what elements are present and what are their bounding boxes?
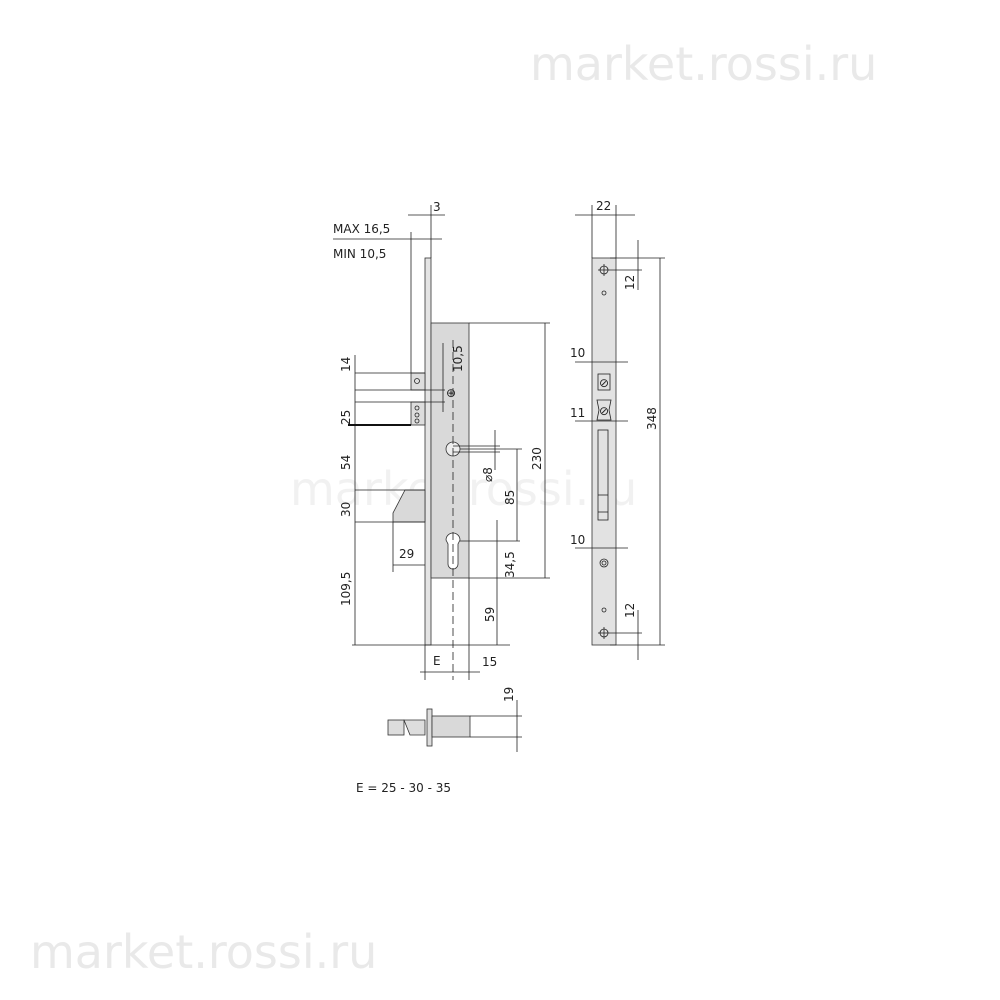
dim-3: 3 <box>433 200 441 214</box>
svg-text:⊘: ⊘ <box>599 404 609 418</box>
max-label: MAX 16,5 <box>333 222 390 236</box>
dim-22: 22 <box>596 199 611 213</box>
dim-30: 30 <box>339 502 353 517</box>
dim-230: 230 <box>530 447 544 470</box>
lock-side-view: ⊕ 3 MAX 16,5 MIN 10,5 14 25 54 30 109,5 … <box>333 200 550 680</box>
dim-e: E <box>433 654 441 668</box>
latch <box>410 372 426 391</box>
dim-12-top: 12 <box>623 275 637 290</box>
dim-diameter-8: ⌀8 <box>481 467 495 482</box>
watermark-bottom: market.rossi.ru <box>30 925 377 979</box>
dim-34-5: 34,5 <box>503 551 517 578</box>
dim-12-bottom: 12 <box>623 603 637 618</box>
dim-10-5: 10,5 <box>451 345 465 372</box>
min-label: MIN 10,5 <box>333 247 386 261</box>
dim-85: 85 <box>503 490 517 505</box>
dim-348: 348 <box>645 407 659 430</box>
dim-15: 15 <box>482 655 497 669</box>
dim-29: 29 <box>399 547 414 561</box>
backset-note: E = 25 - 30 - 35 <box>356 781 451 795</box>
dim-59: 59 <box>483 607 497 622</box>
svg-text:⊘: ⊘ <box>599 376 609 390</box>
dim-10-bottom: 10 <box>570 533 585 547</box>
faceplate <box>424 257 432 646</box>
dim-25: 25 <box>339 410 353 425</box>
svg-text:⊕: ⊕ <box>446 386 456 400</box>
dim-109-5: 109,5 <box>339 572 353 606</box>
dim-19: 19 <box>502 687 516 702</box>
faceplate-front-view: ⊘ ⊘ 22 348 12 12 10 11 10 <box>570 199 665 660</box>
watermark-top: market.rossi.ru <box>530 37 877 91</box>
dim-54: 54 <box>339 455 353 470</box>
lock-top-view: 19 <box>387 687 522 752</box>
dim-14: 14 <box>339 357 353 372</box>
dim-10-top: 10 <box>570 346 585 360</box>
dim-11: 11 <box>570 406 585 420</box>
